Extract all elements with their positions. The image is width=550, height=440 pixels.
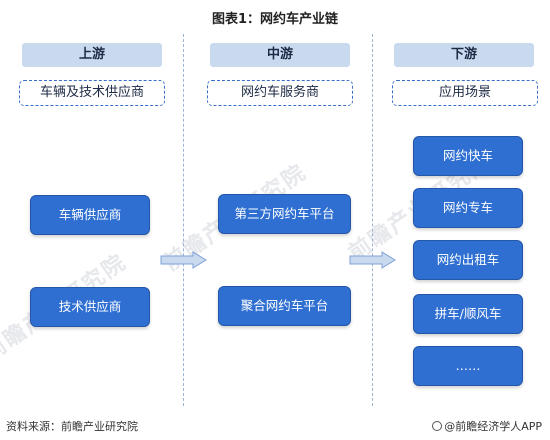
node-vehicle-supplier: 车辆供应商 <box>30 195 150 235</box>
stage-sub-midstream: 网约车服务商 <box>207 80 353 106</box>
flow-arrow-icon <box>349 251 396 269</box>
node-express: 网约快车 <box>413 136 523 176</box>
brand-credit: @前瞻经济学人APP <box>432 418 542 434</box>
source-note: 资料来源：前瞻产业研究院 <box>6 420 138 433</box>
flow-arrow-icon <box>160 251 207 269</box>
stage-header-downstream: 下游 <box>394 43 534 67</box>
brand-credit-text: @前瞻经济学人APP <box>444 420 542 433</box>
stage-sub-downstream: 应用场景 <box>392 80 538 106</box>
node-carpool: 拼车/顺风车 <box>413 294 523 334</box>
node-third-party-platform: 第三方网约车平台 <box>218 194 351 234</box>
stage-divider <box>372 34 373 406</box>
diagram-title: 图表1：网约车产业链 <box>211 12 339 27</box>
node-premium: 网约专车 <box>413 188 523 228</box>
node-taxi: 网约出租车 <box>413 240 523 280</box>
stage-divider <box>183 34 184 406</box>
stage-header-upstream: 上游 <box>22 43 162 67</box>
node-aggregate-platform: 聚合网约车平台 <box>218 286 351 326</box>
brand-logo-icon <box>432 421 443 431</box>
stage-sub-upstream: 车辆及技术供应商 <box>19 80 165 106</box>
stage-header-midstream: 中游 <box>210 43 350 67</box>
node-more: …… <box>413 346 523 386</box>
node-tech-supplier: 技术供应商 <box>30 287 150 327</box>
